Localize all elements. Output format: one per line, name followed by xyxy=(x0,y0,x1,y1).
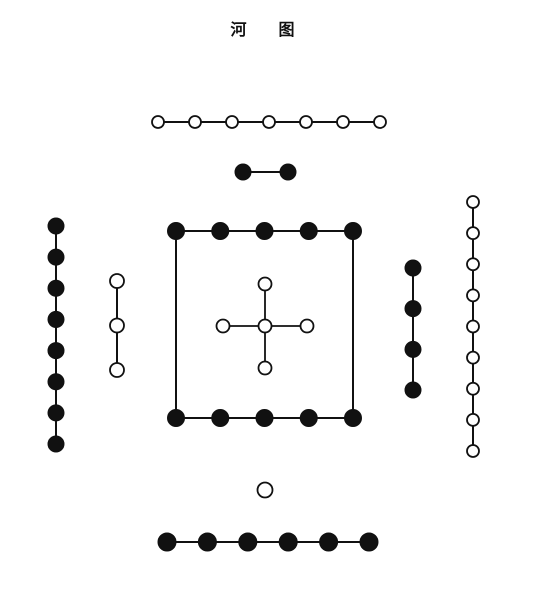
west-outer-dot-6 xyxy=(47,373,65,391)
west-outer-dot-1 xyxy=(47,217,65,235)
center-square-bottom-dot-3 xyxy=(255,409,274,427)
center-square-top-dot-2 xyxy=(211,222,230,240)
diagram-title: 河图 xyxy=(0,16,539,40)
south-outer-dot-2 xyxy=(197,532,217,552)
east-outer-dot-1 xyxy=(466,195,480,209)
center-square-bottom-dot-1 xyxy=(167,409,185,427)
east-inner-dot-3 xyxy=(404,340,422,358)
south-outer-dot-5 xyxy=(319,532,339,552)
west-outer-dot-3 xyxy=(47,279,65,297)
center-square-bottom-dot-4 xyxy=(299,409,318,427)
north-inner-dot-2 xyxy=(279,163,297,181)
center-cross-dot-4 xyxy=(299,318,315,334)
south-outer-dot-6 xyxy=(359,532,379,552)
center-square-bottom-dot-5 xyxy=(344,409,362,427)
east-outer-dot-6 xyxy=(466,350,480,365)
north-outer-dot-4 xyxy=(262,115,276,129)
center-square-top-dot-1 xyxy=(167,222,185,240)
center-cross-dot-1 xyxy=(257,276,273,292)
center-cross-dot-2 xyxy=(215,318,231,334)
east-outer-dot-8 xyxy=(466,412,480,427)
center-cross-dot-5 xyxy=(257,360,273,376)
center-square-top-dot-5 xyxy=(344,222,362,240)
north-outer-dot-3 xyxy=(225,115,239,129)
center-square-top-dot-4 xyxy=(299,222,318,240)
north-outer-dot-5 xyxy=(299,115,313,129)
south-inner-dot-1 xyxy=(256,481,274,499)
south-outer-dot-4 xyxy=(278,532,298,552)
north-outer-dot-6 xyxy=(336,115,350,129)
north-inner-dot-1 xyxy=(234,163,252,181)
east-outer-dot-5 xyxy=(466,319,480,334)
east-inner-dot-2 xyxy=(404,300,422,318)
north-outer-dot-7 xyxy=(373,115,387,129)
west-inner-dot-2 xyxy=(109,317,125,334)
west-outer-dot-7 xyxy=(47,404,65,422)
title-char-1: 河 xyxy=(230,20,261,39)
center-square-top-dot-3 xyxy=(255,222,274,240)
west-outer-dot-5 xyxy=(47,342,65,360)
north-outer-dot-1 xyxy=(151,115,165,129)
west-outer-dot-8 xyxy=(47,435,65,453)
west-inner-dot-3 xyxy=(109,362,125,378)
east-outer-dot-2 xyxy=(466,226,480,241)
north-outer-dot-2 xyxy=(188,115,202,129)
west-outer-dot-4 xyxy=(47,310,65,328)
center-square-bottom-dot-2 xyxy=(211,409,230,427)
east-outer-dot-4 xyxy=(466,288,480,303)
south-outer-dot-1 xyxy=(157,532,177,552)
west-outer-dot-2 xyxy=(47,248,65,266)
east-outer-dot-3 xyxy=(466,257,480,272)
south-outer-dot-3 xyxy=(238,532,258,552)
east-outer-dot-7 xyxy=(466,381,480,396)
east-inner-dot-1 xyxy=(404,259,422,277)
title-char-2: 图 xyxy=(278,20,309,39)
center-cross-dot-3 xyxy=(257,318,273,334)
east-inner-dot-4 xyxy=(404,381,422,399)
east-outer-dot-9 xyxy=(466,444,480,458)
west-inner-dot-1 xyxy=(109,273,125,289)
